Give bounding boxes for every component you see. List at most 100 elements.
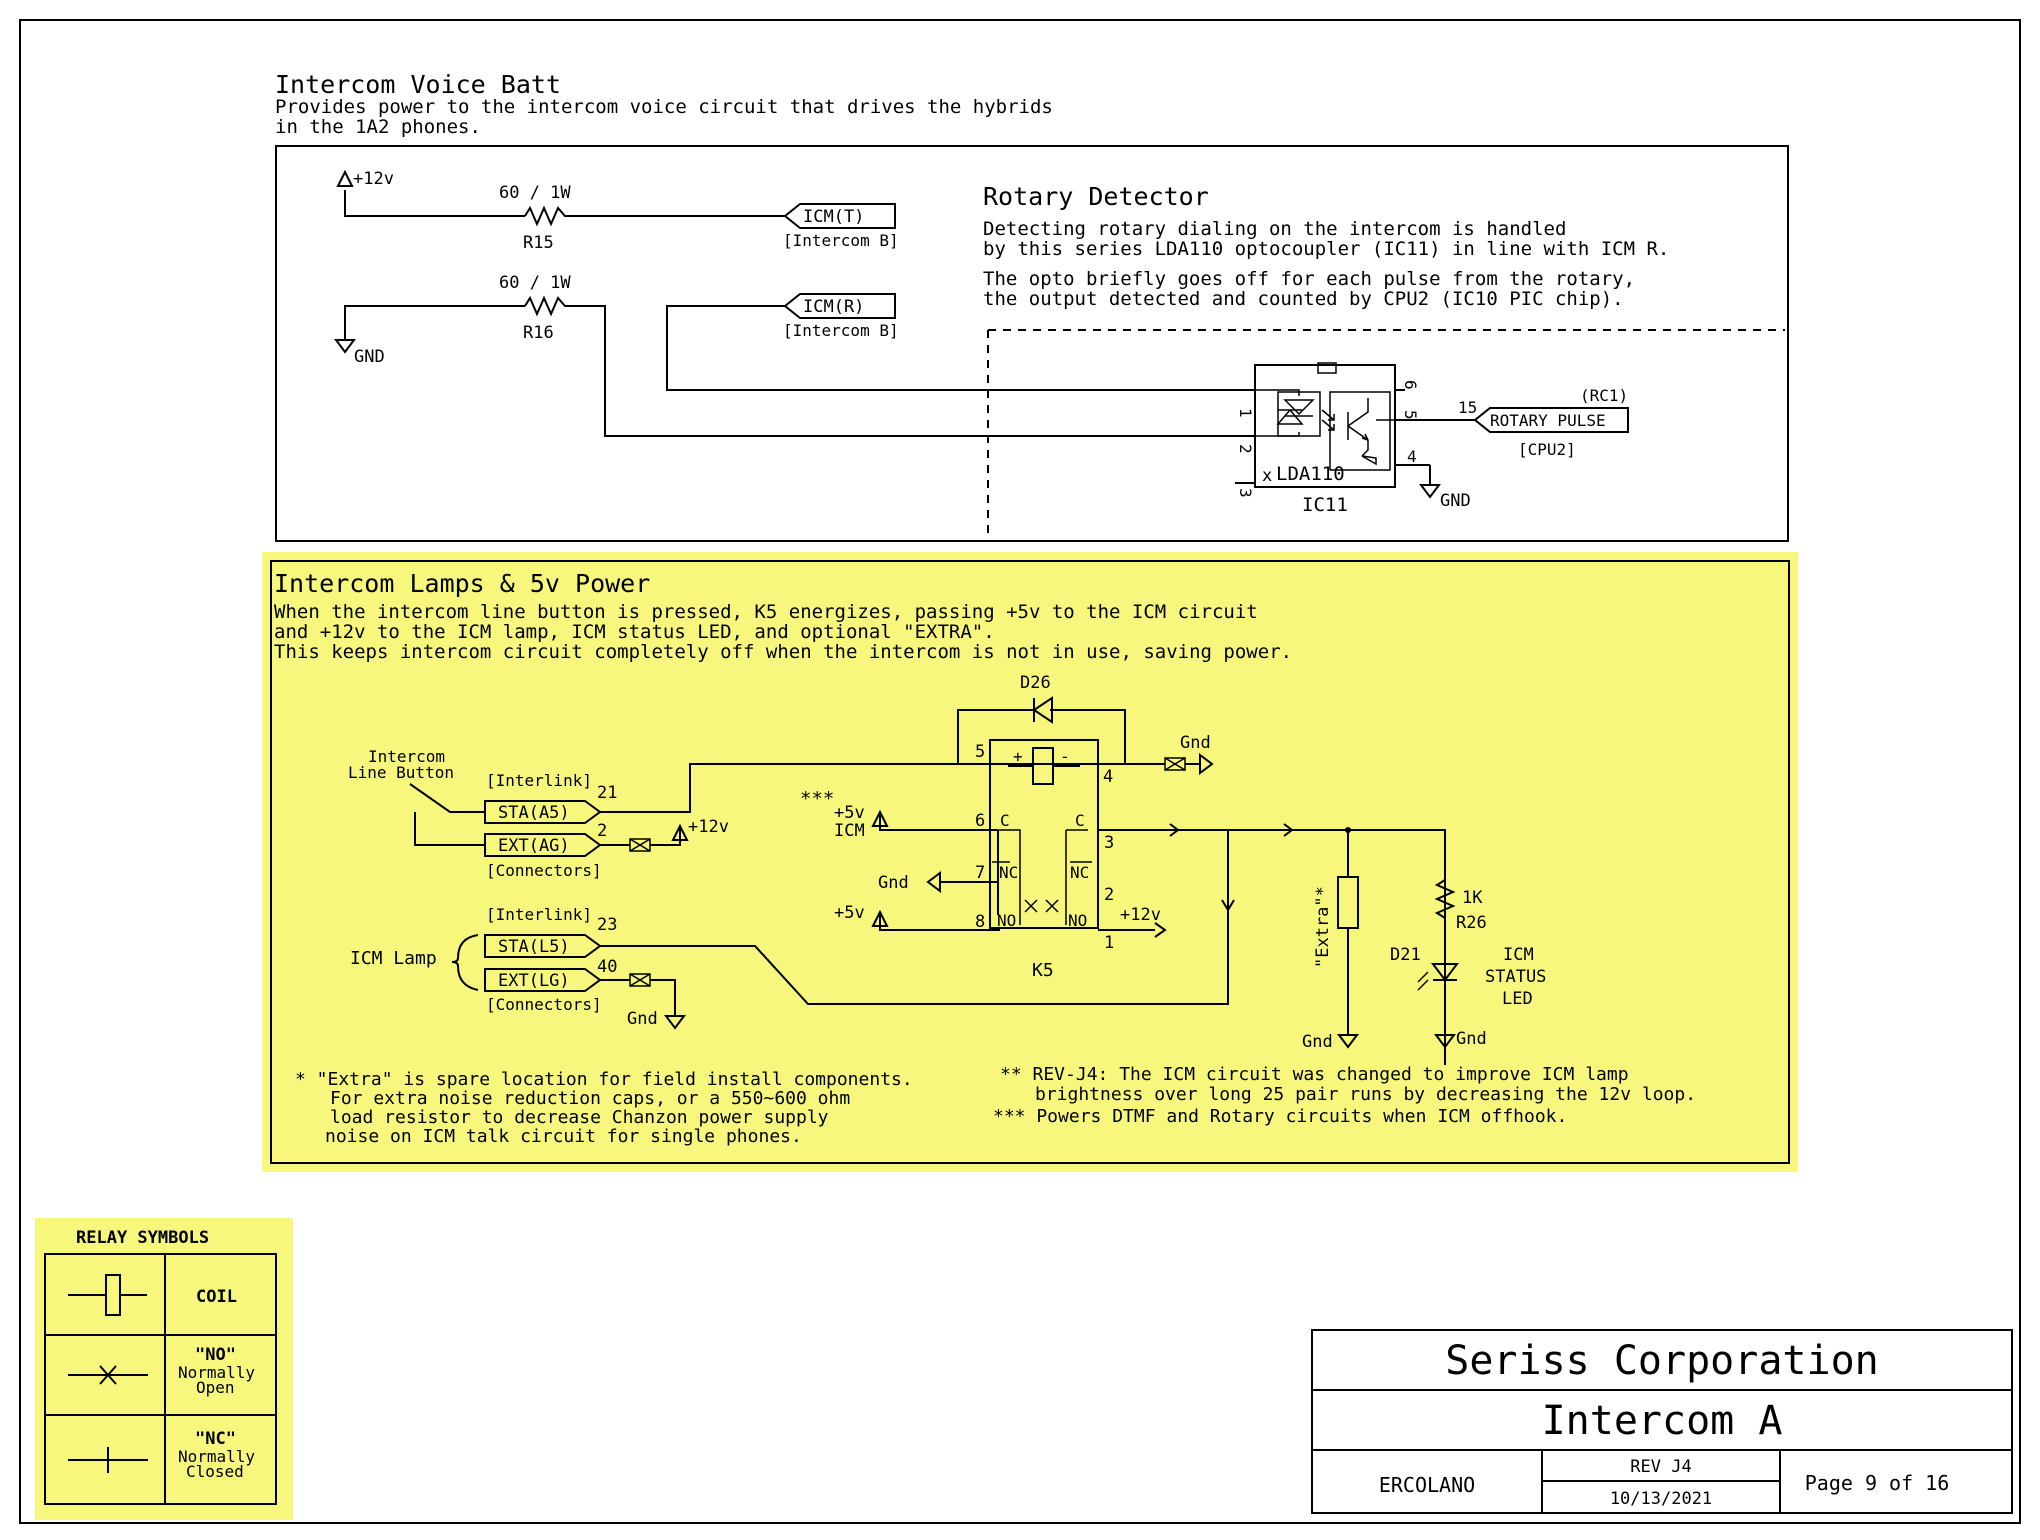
lamp-brace — [451, 934, 479, 991]
rotary-title: Rotary Detector — [983, 182, 1209, 211]
connector-sublabel: [Intercom B] — [783, 321, 899, 340]
contact-label: NO — [997, 911, 1016, 930]
legend-label: Open — [196, 1378, 235, 1397]
legend-label: "NC" — [195, 1429, 236, 1449]
pin-number: 23 — [597, 915, 617, 935]
connector-ext-ag — [484, 833, 602, 857]
resistor-ref: R16 — [523, 323, 554, 343]
pin-number: 5 — [975, 742, 985, 762]
led-label: ICM — [1503, 945, 1534, 965]
ground-symbol — [926, 871, 941, 893]
connector-ext-lg — [484, 968, 602, 992]
connector-icm-r — [783, 293, 896, 319]
resistor-ref: R26 — [1456, 913, 1487, 933]
connector-label: ROTARY PULSE — [1490, 411, 1606, 430]
connector-sublabel: [Intercom B] — [783, 231, 899, 250]
pin-number: 8 — [975, 912, 985, 932]
contact-label: C — [1000, 811, 1010, 830]
contact-label: NC — [999, 863, 1018, 882]
note-rev: ** REV-J4: The ICM circuit was changed t… — [1000, 1064, 1629, 1085]
note-rev: brightness over long 25 pair runs by dec… — [1035, 1084, 1696, 1105]
note-extra: noise on ICM talk circuit for single pho… — [325, 1126, 802, 1147]
note-marker: *** — [800, 788, 834, 810]
legend-label: Normally — [178, 1363, 255, 1382]
led-ref: D21 — [1390, 945, 1421, 965]
resistor-r15 — [524, 205, 785, 227]
connector-label: STA(L5) — [498, 937, 570, 957]
part-number: LDA110 — [1276, 463, 1345, 485]
pin-number: 40 — [597, 957, 617, 977]
ground-symbol — [1419, 484, 1441, 499]
extra-label: "Extra"* — [1313, 886, 1333, 968]
power-label: +12v — [688, 817, 729, 837]
pin-number: 4 — [1407, 447, 1417, 466]
relay-symbols-legend: RELAY SYMBOLS COIL "NO" Normally Open "N… — [35, 1218, 293, 1520]
pin-number: 2 — [1236, 444, 1255, 454]
legend-label: COIL — [196, 1287, 237, 1307]
pin-number: 6 — [1401, 380, 1420, 390]
diode-d26 — [1032, 696, 1053, 724]
company-name: Seriss Corporation — [1445, 1338, 1878, 1384]
coil-symbol — [68, 1274, 147, 1316]
section-description: in the 1A2 phones. — [275, 116, 481, 138]
connector-rotary-pulse — [1473, 407, 1629, 433]
intercom-voice-batt-section: Intercom Voice Batt Provides power to th… — [275, 70, 1789, 542]
connector-sta-l5 — [484, 934, 602, 958]
pin-number: 2 — [597, 821, 607, 841]
connector-icm-t — [783, 203, 896, 229]
legend-label: Normally — [178, 1447, 255, 1466]
no-contact-symbol — [68, 1365, 148, 1385]
legend-title: RELAY SYMBOLS — [76, 1228, 209, 1248]
note-extra: load resistor to decrease Chanzon power … — [330, 1107, 829, 1128]
ground-symbol — [664, 1015, 686, 1030]
connector-label: ICM(T) — [803, 207, 864, 227]
ground-label: Gnd — [1456, 1029, 1487, 1049]
pin-number: 1 — [1236, 408, 1255, 418]
intercom-lamps-section: Intercom Lamps & 5v Power When the inter… — [262, 552, 1798, 1172]
section-description: and +12v to the ICM lamp, ICM status LED… — [274, 621, 995, 643]
revision: REV J4 — [1630, 1457, 1691, 1477]
legend-label: "NO" — [195, 1345, 236, 1365]
resistor-r26 — [1434, 879, 1456, 962]
ferrite-bead — [629, 838, 651, 852]
resistor-value: 60 / 1W — [499, 273, 571, 293]
ground-symbol — [1337, 1034, 1359, 1049]
connector-sublabel: [Interlink] — [486, 771, 592, 790]
ferrite-bead — [1164, 757, 1186, 771]
resistor-value: 60 / 1W — [499, 183, 571, 203]
sheet-title: Intercom A — [1542, 1398, 1783, 1444]
pin-number: 3 — [1104, 833, 1114, 853]
contact-label: NO — [1068, 911, 1087, 930]
ground-symbol — [1434, 1034, 1456, 1049]
power-label: +12v — [353, 169, 394, 189]
section-title: Intercom Lamps & 5v Power — [274, 569, 650, 598]
ground-label: GND — [354, 347, 385, 367]
resistor-value: 1K — [1462, 888, 1483, 908]
ground-symbol — [334, 339, 356, 354]
line-button-label: Line Button — [348, 763, 454, 782]
connector-label: STA(A5) — [498, 803, 570, 823]
rotary-description: the output detected and counted by CPU2 … — [983, 288, 1624, 310]
ground-label: Gnd — [1302, 1032, 1333, 1052]
pin-number: 6 — [975, 811, 985, 831]
pin-number: 3 — [1236, 488, 1255, 498]
contact-label: C — [1075, 811, 1085, 830]
page-number: Page 9 of 16 — [1805, 1471, 1950, 1495]
no-connect-mark: x — [1262, 466, 1272, 486]
ground-label: Gnd — [627, 1009, 658, 1029]
led-label: STATUS — [1485, 967, 1546, 987]
ground-label: Gnd — [878, 873, 909, 893]
coil-polarity: + — [1013, 747, 1023, 766]
rotary-description: The opto briefly goes off for each pulse… — [983, 268, 1635, 290]
switch-line-button — [409, 783, 485, 846]
ground-label: Gnd — [1180, 733, 1211, 753]
ferrite-bead — [629, 973, 651, 987]
legend-label: Closed — [186, 1462, 244, 1481]
ground-label: GND — [1440, 491, 1471, 511]
connector-sublabel: [Interlink] — [486, 905, 592, 924]
author: ERCOLANO — [1379, 1473, 1475, 1497]
power-label: +12v — [1120, 905, 1161, 925]
part-ref: IC11 — [1302, 494, 1348, 516]
relay-k5: + - 5 4 C NC NO 6 7 8 C NC NO 3 2 — [958, 739, 1125, 981]
pin-number: 21 — [597, 783, 617, 803]
